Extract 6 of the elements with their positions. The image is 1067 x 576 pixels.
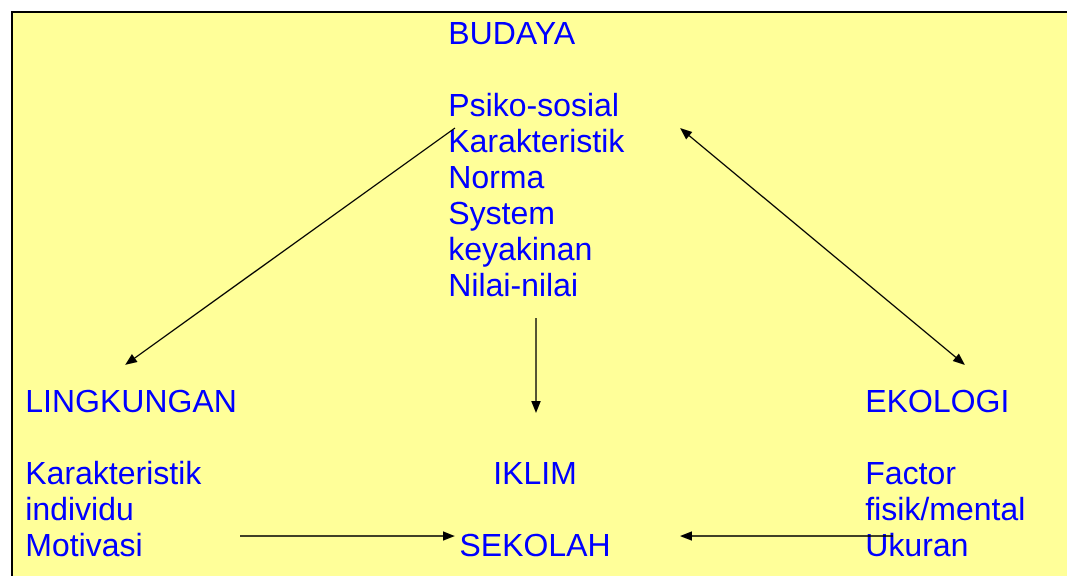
arrow: [680, 128, 965, 365]
text-label: LINGKUNGAN Karakteristik individu Motivasi: [27, 389, 235, 557]
arrow: [125, 127, 456, 365]
text-label: EKOLOGI Factor fisik/mental Ukuran: [865, 389, 1024, 557]
text-label: BUDAYA Psiko-sosial Karakteristik Norma System keyakinan Nilai-nilai: [449, 22, 625, 297]
text-label: IKLIM SEKOLAH: [460, 462, 608, 557]
